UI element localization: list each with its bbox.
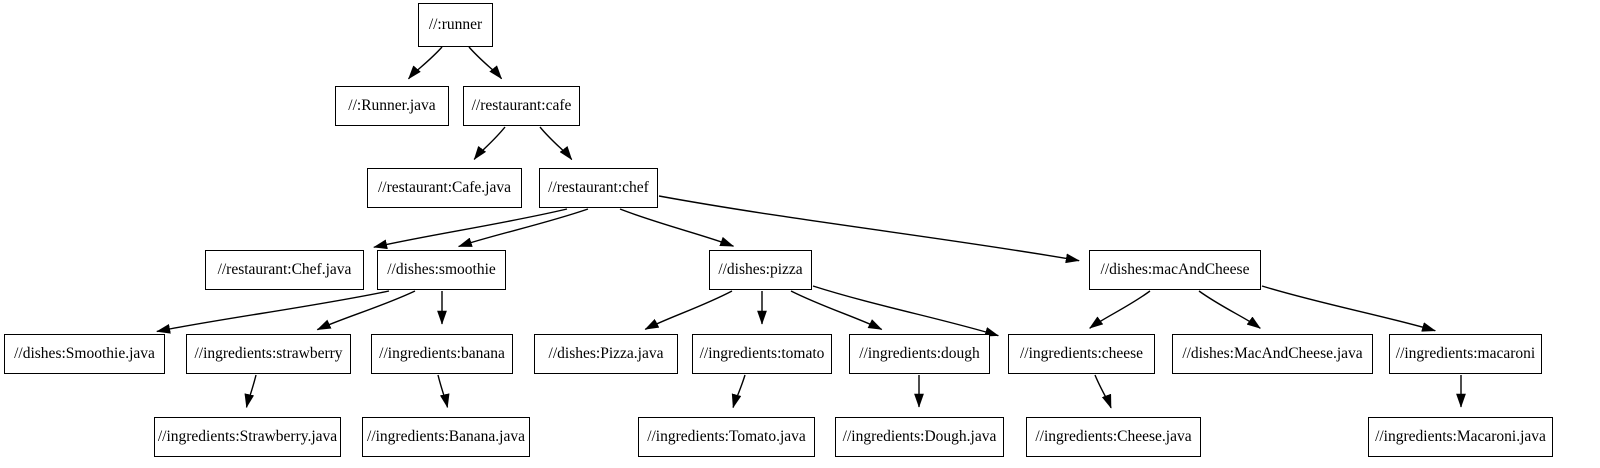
node-tomato[interactable]: //ingredients:tomato — [692, 334, 832, 374]
node-chef[interactable]: //restaurant:chef — [539, 168, 658, 208]
node-dough_java[interactable]: //ingredients:Dough.java — [835, 417, 1004, 457]
node-label: //dishes:MacAndCheese.java — [1182, 345, 1363, 363]
node-cheese_java[interactable]: //ingredients:Cheese.java — [1026, 417, 1201, 457]
node-label: //ingredients:Dough.java — [842, 428, 997, 446]
node-label: //ingredients:banana — [379, 345, 505, 363]
node-tomato_java[interactable]: //ingredients:Tomato.java — [638, 417, 815, 457]
node-label: //dishes:pizza — [718, 261, 803, 279]
node-label: //ingredients:strawberry — [194, 345, 343, 363]
node-banana[interactable]: //ingredients:banana — [371, 334, 513, 374]
node-label: //ingredients:Strawberry.java — [157, 428, 338, 446]
node-dough[interactable]: //ingredients:dough — [849, 334, 990, 374]
node-label: //ingredients:Cheese.java — [1035, 428, 1192, 446]
node-cafe_java[interactable]: //restaurant:Cafe.java — [367, 168, 522, 208]
node-label: //ingredients:Macaroni.java — [1375, 428, 1546, 446]
node-macaroni[interactable]: //ingredients:macaroni — [1389, 334, 1542, 374]
node-cafe[interactable]: //restaurant:cafe — [463, 86, 580, 126]
node-smoothie[interactable]: //dishes:smoothie — [377, 250, 506, 290]
node-pizza[interactable]: //dishes:pizza — [709, 250, 812, 290]
node-label: //dishes:Smoothie.java — [14, 345, 155, 363]
node-label: //restaurant:cafe — [471, 97, 572, 115]
node-runner_java[interactable]: //:Runner.java — [335, 86, 449, 126]
node-label: //:runner — [428, 16, 483, 34]
node-macaroni_java[interactable]: //ingredients:Macaroni.java — [1368, 417, 1553, 457]
node-chef_java[interactable]: //restaurant:Chef.java — [205, 250, 364, 290]
node-label: //ingredients:Tomato.java — [647, 428, 806, 446]
node-label: //restaurant:Chef.java — [217, 261, 352, 279]
node-label: //ingredients:dough — [859, 345, 980, 363]
node-label: //ingredients:macaroni — [1395, 345, 1536, 363]
node-macandcheese[interactable]: //dishes:macAndCheese — [1089, 250, 1261, 290]
node-pizza_java[interactable]: //dishes:Pizza.java — [534, 334, 678, 374]
node-cheese[interactable]: //ingredients:cheese — [1008, 334, 1155, 374]
node-label: //ingredients:cheese — [1019, 345, 1144, 363]
node-strawberry_java[interactable]: //ingredients:Strawberry.java — [154, 417, 341, 457]
node-label: //ingredients:tomato — [699, 345, 825, 363]
node-label: //restaurant:Cafe.java — [378, 179, 511, 197]
node-label: //:Runner.java — [348, 97, 436, 115]
node-macandcheese_java[interactable]: //dishes:MacAndCheese.java — [1172, 334, 1373, 374]
node-strawberry[interactable]: //ingredients:strawberry — [186, 334, 351, 374]
node-banana_java[interactable]: //ingredients:Banana.java — [362, 417, 530, 457]
node-label: //ingredients:Banana.java — [367, 428, 525, 446]
node-smoothie_java[interactable]: //dishes:Smoothie.java — [4, 334, 165, 374]
node-label: //dishes:macAndCheese — [1100, 261, 1250, 279]
node-runner[interactable]: //:runner — [418, 3, 493, 47]
node-label: //restaurant:chef — [548, 179, 649, 197]
node-label: //dishes:smoothie — [387, 261, 496, 279]
node-label: //dishes:Pizza.java — [548, 345, 664, 363]
